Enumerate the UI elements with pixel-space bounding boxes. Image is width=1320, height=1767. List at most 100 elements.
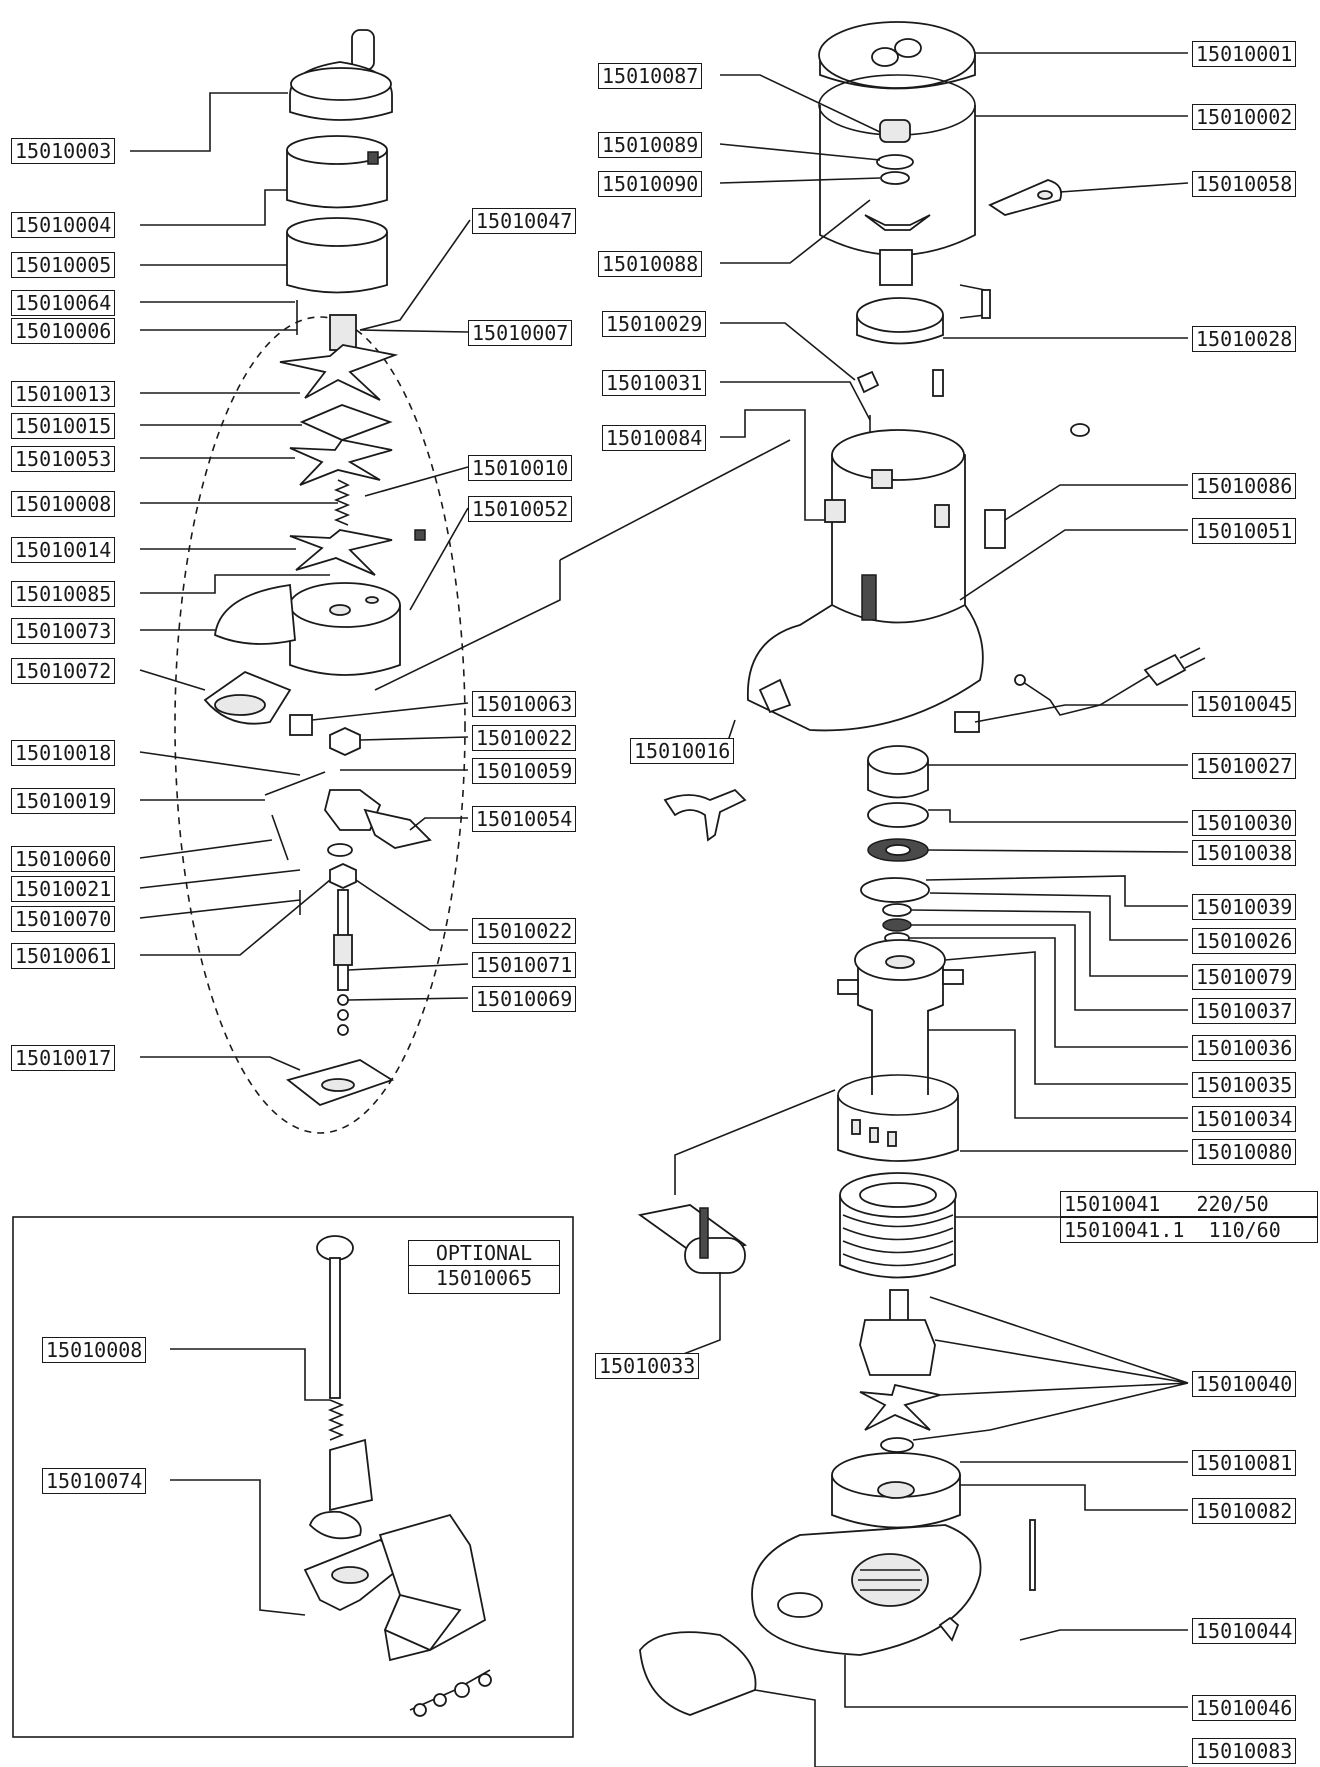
- lever-ring: [324, 789, 382, 831]
- optional-title: OPTIONAL: [409, 1241, 559, 1266]
- callout-15010061: 15010061: [11, 943, 116, 969]
- callout-15010007: 15010007: [468, 320, 573, 346]
- callout-15010004: 15010004: [11, 212, 116, 238]
- callout-15010030: 15010030: [1192, 810, 1297, 836]
- callout-15010006: 15010006: [11, 318, 116, 344]
- callout-15010060: 15010060: [11, 846, 116, 872]
- knob: [856, 370, 880, 394]
- callout-15010026: 15010026: [1192, 928, 1297, 954]
- motor-housing: [747, 429, 984, 732]
- long-screw: [1029, 1519, 1036, 1591]
- callout-15010015: 15010015: [11, 413, 116, 439]
- callout-15010018: 15010018: [11, 740, 116, 766]
- stator: [839, 1172, 957, 1279]
- callout-optional-15010074: 15010074: [42, 1468, 147, 1494]
- callout-15010044: 15010044: [1192, 1618, 1297, 1644]
- clip: [988, 179, 1063, 216]
- callout-15010040: 15010040: [1192, 1371, 1297, 1397]
- callout-15010045: 15010045: [1192, 691, 1297, 717]
- hopper-sleeve: [286, 217, 388, 294]
- callout-15010069: 15010069: [472, 986, 577, 1012]
- callout-15010041: 15010041 220/50: [1060, 1191, 1318, 1217]
- star-blade-upper: [279, 344, 399, 401]
- callout-15010073: 15010073: [11, 618, 116, 644]
- callout-15010072: 15010072: [11, 658, 116, 684]
- motor-head: [837, 939, 964, 1016]
- callout-15010029: 15010029: [602, 311, 707, 337]
- callout-15010081: 15010081: [1192, 1450, 1297, 1476]
- callout-15010058: 15010058: [1192, 171, 1297, 197]
- optional-frame: [12, 1216, 574, 1738]
- callout-15010052: 15010052: [468, 496, 573, 522]
- callout-15010070: 15010070: [11, 906, 116, 932]
- callout-15010089: 15010089: [598, 132, 703, 158]
- callout-15010080: 15010080: [1192, 1139, 1297, 1165]
- cap: [879, 119, 911, 143]
- callout-15010022-upper: 15010022: [472, 725, 577, 751]
- switch-block: [289, 714, 313, 736]
- callout-15010086: 15010086: [1192, 473, 1297, 499]
- drip-tray: [639, 1631, 757, 1716]
- callout-15010064: 15010064: [11, 290, 116, 316]
- callout-15010013: 15010013: [11, 381, 116, 407]
- left-grinder-assembly: [130, 29, 471, 1134]
- callout-15010046: 15010046: [1192, 1695, 1297, 1721]
- optional-header: OPTIONAL 15010065: [408, 1240, 560, 1294]
- callout-15010087: 15010087: [598, 63, 703, 89]
- optional-part-number: 15010065: [435, 1266, 533, 1290]
- nut-lower: [329, 863, 357, 889]
- callout-15010038: 15010038: [1192, 840, 1297, 866]
- grinding-bowl: [289, 582, 401, 676]
- callout-15010090: 15010090: [598, 171, 703, 197]
- callout-15010010: 15010010: [468, 455, 573, 481]
- chute: [214, 583, 296, 645]
- plate-diamond: [299, 404, 393, 441]
- foot-cap: [1070, 423, 1090, 437]
- callout-15010088: 15010088: [598, 251, 703, 277]
- callout-15010033: 15010033: [595, 1353, 700, 1379]
- callout-15010021: 15010021: [11, 876, 116, 902]
- callout-15010079: 15010079: [1192, 964, 1297, 990]
- callout-15010002: 15010002: [1192, 104, 1297, 130]
- base-ring: [831, 1452, 961, 1529]
- blade-lower: [289, 529, 393, 576]
- callout-15010053: 15010053: [11, 446, 116, 472]
- callout-15010036: 15010036: [1192, 1035, 1297, 1061]
- callout-15010019: 15010019: [11, 788, 116, 814]
- callout-15010039: 15010039: [1192, 894, 1297, 920]
- callout-15010034: 15010034: [1192, 1106, 1297, 1132]
- callout-15010014: 15010014: [11, 537, 116, 563]
- callout-15010051: 15010051: [1192, 518, 1297, 544]
- callout-15010005: 15010005: [11, 252, 116, 278]
- callout-15010084: 15010084: [602, 425, 707, 451]
- callout-15010022-lower: 15010022: [472, 918, 577, 944]
- callout-15010041-1: 15010041.1 110/60: [1060, 1217, 1318, 1243]
- rotor-fan: [859, 1289, 941, 1453]
- spring: [333, 479, 351, 526]
- hopper-lid: [289, 29, 393, 121]
- capacitor-bracket: [637, 1204, 748, 1274]
- optional-kit-drawing: [170, 1235, 492, 1717]
- motor-ring: [837, 1074, 959, 1162]
- bearing-stack: [860, 745, 930, 944]
- callout-15010071: 15010071: [472, 952, 577, 978]
- base-tray: [751, 1519, 1036, 1656]
- callout-15010047: 15010047: [472, 208, 577, 234]
- callout-15010028: 15010028: [1192, 326, 1297, 352]
- callout-15010082: 15010082: [1192, 1498, 1297, 1524]
- callout-15010059: 15010059: [472, 758, 577, 784]
- callout-15010083: 15010083: [1192, 1738, 1297, 1764]
- callout-15010054: 15010054: [472, 806, 577, 832]
- hopper-ring: [286, 135, 388, 209]
- callout-15010037: 15010037: [1192, 998, 1297, 1024]
- nut-upper: [329, 727, 361, 756]
- kit-enclosure: [174, 316, 466, 1134]
- callout-15010031: 15010031: [602, 370, 707, 396]
- callout-15010008: 15010008: [11, 491, 116, 517]
- callout-optional-15010008: 15010008: [42, 1337, 147, 1363]
- callout-15010063: 15010063: [472, 691, 577, 717]
- star-blade-middle: [289, 439, 393, 486]
- callout-15010017: 15010017: [11, 1045, 116, 1071]
